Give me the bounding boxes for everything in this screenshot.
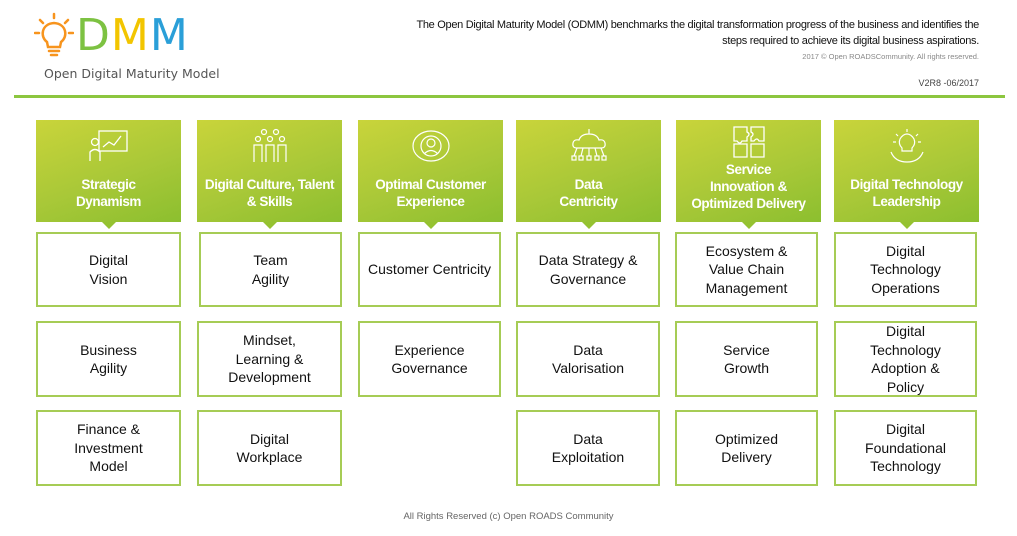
pillar-title: Optimal Customer Experience (375, 177, 486, 209)
footer-rights: All Rights Reserved (c) Open ROADS Commu… (403, 511, 614, 522)
pillar-header-data-centricity: Data Centricity (516, 120, 661, 229)
team-people-icon (252, 128, 287, 162)
capability-ecosystem-value-chain: Ecosystem & Value Chain Management (675, 232, 818, 307)
capability-data-exploitation: Data Exploitation (516, 410, 660, 486)
pillar-header-technology-leadership: Digital Technology Leadership (834, 120, 979, 229)
logo-wordmark: DMM (76, 14, 189, 58)
cloud-network-icon (570, 129, 607, 161)
logo-subtitle: Open Digital Maturity Model (44, 66, 220, 81)
logo-letter-d: D (76, 10, 111, 61)
pillar-header-strategic-dynamism: Strategic Dynamism (36, 120, 181, 229)
pillar-header-digital-culture: Digital Culture, Talent & Skills (197, 120, 342, 229)
capability-team-agility: Team Agility (199, 232, 342, 307)
lightbulb-icon (34, 12, 74, 57)
capability-service-growth: Service Growth (675, 321, 818, 397)
capability-digital-vision: Digital Vision (36, 232, 181, 307)
capability-technology-operations: Digital Technology Operations (834, 232, 977, 307)
capability-experience-governance: Experience Governance (358, 321, 501, 397)
capability-optimized-delivery: Optimized Delivery (675, 410, 818, 486)
pillar-title: Data Centricity (559, 177, 618, 209)
logo-letter-m2: M (149, 10, 189, 61)
capability-foundational-technology: Digital Foundational Technology (834, 410, 977, 486)
pillar-title: Service Innovation & Optimized Delivery (691, 162, 806, 211)
customer-headset-icon (411, 130, 450, 162)
capability-digital-workplace: Digital Workplace (197, 410, 342, 486)
odmm-logo: DMM Open Digital Maturity Model (34, 12, 234, 82)
capability-technology-adoption: Digital Technology Adoption & Policy (834, 321, 977, 397)
model-description: The Open Digital Maturity Model (ODMM) b… (379, 17, 979, 49)
lightbulb-gear-icon (889, 129, 924, 163)
presentation-chart-icon (88, 130, 128, 161)
pillar-title: Strategic Dynamism (75, 177, 142, 209)
capability-business-agility: Business Agility (36, 321, 181, 397)
pillar-header-customer-experience: Optimal Customer Experience (358, 120, 503, 229)
description-line-2: steps required to achieve its digital bu… (722, 35, 979, 47)
version-label: V2R8 -06/2017 (918, 78, 979, 88)
capability-finance-investment: Finance & Investment Model (36, 410, 181, 486)
capability-customer-centricity: Customer Centricity (358, 232, 501, 307)
header-divider (14, 95, 1005, 98)
capability-mindset-learning: Mindset, Learning & Development (197, 321, 342, 397)
puzzle-icon (732, 126, 765, 158)
pillar-title: Digital Culture, Talent & Skills (204, 177, 335, 209)
logo-letter-m1: M (110, 10, 150, 61)
pillar-header-service-innovation: Service Innovation & Optimized Delivery (676, 120, 821, 229)
capability-data-strategy: Data Strategy & Governance (516, 232, 660, 307)
copyright-note: 2017 © Open ROADSCommunity. All rights r… (802, 52, 979, 61)
description-line-1: The Open Digital Maturity Model (ODMM) b… (416, 19, 979, 31)
pillar-title: Digital Technology Leadership (850, 177, 963, 209)
capability-data-valorisation: Data Valorisation (516, 321, 660, 397)
